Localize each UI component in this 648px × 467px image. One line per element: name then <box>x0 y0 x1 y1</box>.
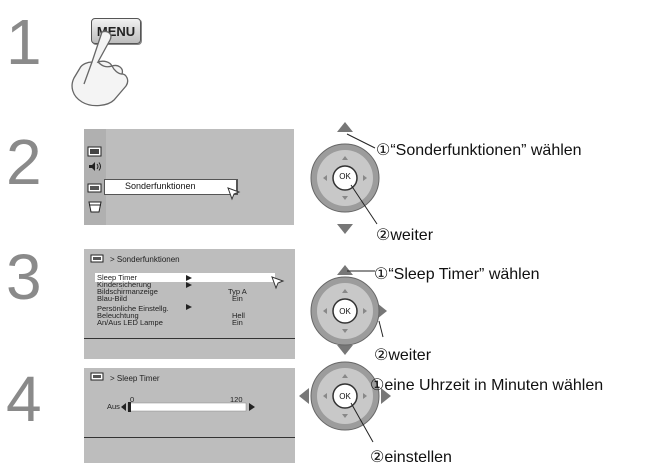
list-item-label[interactable]: Persönliche Einstellg. <box>97 304 169 313</box>
menu-breadcrumb: > Sleep Timer <box>110 374 160 383</box>
list-item-value: Ein <box>232 294 243 303</box>
menu-icons <box>87 146 102 213</box>
slider-right-arrow-icon <box>249 403 255 411</box>
cursor-arrow-icon <box>271 276 285 290</box>
picture-icon <box>87 146 102 157</box>
cursor-arrow-icon <box>227 187 241 201</box>
up-arrow-icon <box>337 122 353 132</box>
list-item-label[interactable]: An/Aus LED Lampe <box>97 318 163 327</box>
remote-pad-step4 <box>299 361 391 443</box>
timer-icon <box>88 201 102 213</box>
list-item-label[interactable]: Bildschirmanzeige <box>97 287 158 296</box>
screen-sonderfunktionen <box>84 249 295 359</box>
step-number-2: 2 <box>6 126 42 198</box>
ok-button <box>332 165 358 191</box>
menu-breadcrumb: > Sonderfunktionen <box>110 255 180 264</box>
list-item-label[interactable]: Sleep Timer <box>97 273 138 282</box>
ok-button <box>332 383 358 409</box>
submenu-arrow-icon <box>186 275 192 281</box>
setup-icon <box>87 183 102 193</box>
remote-pad-step3 <box>310 265 387 355</box>
callout-continue: ②weiter <box>376 227 434 244</box>
sleep-timer-slider[interactable] <box>120 400 260 414</box>
left-arrow-icon <box>299 388 309 404</box>
remote-pad-step2 <box>310 122 380 234</box>
pressing-hand-icon <box>71 30 129 107</box>
ok-button <box>332 298 358 324</box>
screen-sleep-timer <box>84 368 295 463</box>
sound-icon <box>89 162 101 171</box>
callout-continue: ②weiter <box>374 347 432 364</box>
slider-left-arrow-icon <box>121 403 126 411</box>
ok-label[interactable]: OK <box>339 172 351 181</box>
menu-item-highlight[interactable]: Sonderfunktionen <box>104 179 238 195</box>
step-number-4: 4 <box>6 363 42 435</box>
screen-main-menu <box>84 129 294 225</box>
screen-divider <box>84 338 295 339</box>
step-number-3: 3 <box>6 241 42 313</box>
right-arrow-icon <box>381 388 391 404</box>
list-item-value: Typ A <box>228 287 247 296</box>
slider-min-label: 0 <box>130 395 135 404</box>
callout-select-time: ①eine Uhrzeit in Minuten wählen <box>370 377 604 394</box>
down-arrow-icon <box>337 345 353 355</box>
setup-icon <box>90 372 104 381</box>
screen-divider <box>84 437 295 438</box>
slider-thumb <box>128 402 131 412</box>
right-arrow-icon <box>377 303 387 319</box>
callout-set: ②einstellen <box>370 449 452 466</box>
callout-select-sleep-timer: ①“Sleep Timer” wählen <box>374 266 540 283</box>
menu-item-sonderfunktionen: Sonderfunktionen <box>125 181 196 191</box>
slider-aus-label: Aus <box>107 402 120 411</box>
ok-label[interactable]: OK <box>339 392 351 401</box>
selected-row-highlight[interactable] <box>95 273 275 282</box>
callout-select-sonderfunktionen: ①“Sonderfunktionen” wählen <box>376 142 582 159</box>
list-item-label[interactable]: Kindersicherung <box>97 280 152 289</box>
submenu-arrow-icon <box>186 282 192 288</box>
list-item-value: Ein <box>232 318 243 327</box>
slider-max-label: 120 <box>230 395 243 404</box>
ok-label[interactable]: OK <box>339 307 351 316</box>
submenu-arrows <box>186 275 192 310</box>
up-arrow-icon <box>337 265 353 275</box>
list-item-value: Hell <box>232 311 245 320</box>
down-arrow-icon <box>337 224 353 234</box>
list-item-label[interactable]: Blau-Bild <box>97 294 128 303</box>
setup-icon <box>90 254 104 263</box>
submenu-arrow-icon <box>186 304 192 310</box>
list-item-label[interactable]: Beleuchtung <box>97 311 139 320</box>
step-number-1: 1 <box>6 6 42 78</box>
